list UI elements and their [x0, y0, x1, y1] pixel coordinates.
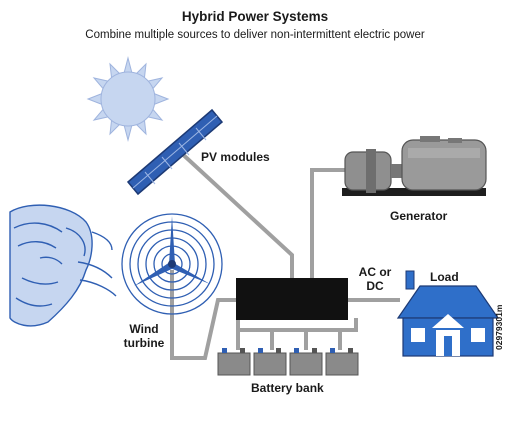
ac-dc-label-line1: AC or — [358, 265, 392, 279]
generator-icon — [342, 136, 487, 196]
house-icon — [396, 270, 500, 357]
wiring — [170, 148, 400, 360]
wind-turbine-label-line1: Wind — [129, 322, 159, 336]
inverter-controller-box — [236, 278, 348, 320]
pv-modules-label: PV modules — [201, 150, 270, 164]
ac-dc-label: AC or DC — [355, 265, 395, 293]
battery-bank-icon — [217, 348, 359, 376]
ac-dc-label-line2: DC — [366, 279, 384, 293]
wind-face-icon — [9, 204, 117, 327]
figure-code: 02979301m — [494, 304, 504, 350]
pv-wire — [176, 148, 294, 280]
load-label: Load — [430, 270, 459, 284]
battery-bus — [236, 318, 358, 332]
pv-modules-icon — [126, 108, 224, 196]
wind-turbine-label: Wind turbine — [120, 322, 168, 350]
generator-wire — [310, 168, 348, 280]
wind-turbine-icon — [121, 213, 223, 315]
wind-turbine-label-line2: turbine — [123, 336, 165, 350]
diagram-title: Hybrid Power Systems — [181, 9, 329, 24]
sun-icon — [86, 56, 170, 142]
diagram-subtitle: Combine multiple sources to deliver non-… — [85, 29, 425, 41]
battery-bank-label: Battery bank — [251, 381, 324, 395]
wind-wire — [170, 270, 240, 360]
generator-label: Generator — [390, 209, 448, 223]
